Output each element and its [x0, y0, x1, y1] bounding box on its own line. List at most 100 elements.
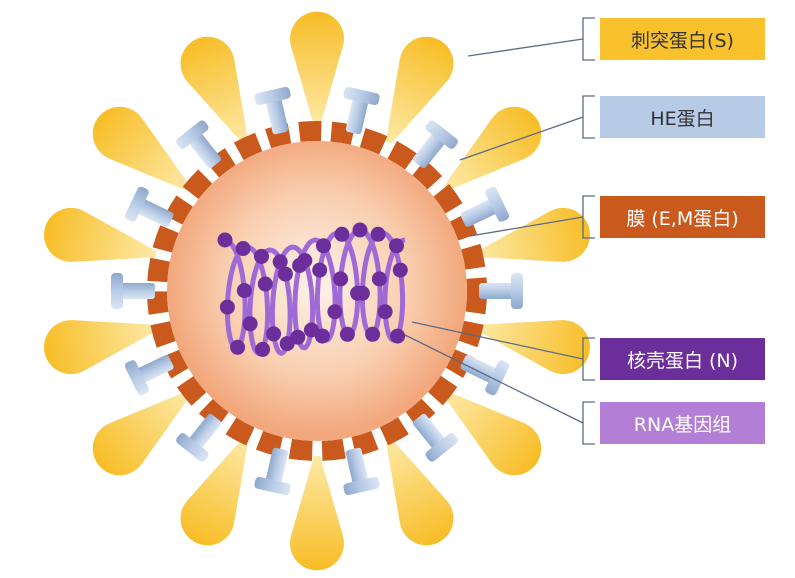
he-proteins: [111, 86, 523, 496]
spike-protein: [44, 207, 157, 262]
he-cap: [425, 433, 458, 462]
he-stem: [460, 198, 500, 227]
leader-he: [459, 116, 584, 161]
he-protein: [176, 413, 222, 462]
he-protein: [254, 86, 291, 135]
nucleocapsid-bead: [327, 304, 343, 320]
he-stem: [479, 283, 517, 299]
nucleocapsid-bead: [389, 238, 404, 254]
leader-lines: [404, 17, 595, 445]
he-cap: [343, 476, 380, 496]
nucleocapsid-bead: [266, 326, 282, 342]
he-stem: [187, 130, 222, 169]
spike-shape: [385, 36, 454, 144]
label-he-protein: HE蛋白: [600, 96, 765, 138]
spike-protein: [444, 391, 542, 476]
spike-protein: [477, 207, 590, 262]
spike-shape: [92, 391, 190, 476]
spike-protein: [477, 320, 590, 375]
nucleocapsid-bead: [377, 304, 393, 320]
nucleocapsid-bead: [257, 276, 273, 292]
he-stem: [412, 413, 447, 452]
nucleocapsid-bead: [254, 248, 269, 264]
he-cap: [254, 86, 291, 106]
he-protein: [412, 120, 458, 169]
leader-membrane: [469, 216, 584, 237]
leader-he-bracket: [582, 95, 595, 139]
nucleocapsid-bead: [390, 328, 406, 344]
nucleocapsid-bead: [235, 241, 251, 256]
nucleocapsid-bead: [217, 232, 233, 248]
spike-protein: [180, 438, 249, 546]
leader-rna-bracket: [582, 401, 595, 445]
spike-shape: [444, 391, 542, 476]
leader-nucleocapsid: [411, 321, 584, 360]
spike-shape: [477, 320, 590, 375]
he-stem: [117, 283, 155, 299]
label-nucleocapsid: 核壳蛋白 (N): [600, 338, 765, 380]
nucleocapsid-bead: [230, 339, 246, 355]
nucleocapsid-bead: [292, 257, 308, 273]
nucleocapsid-bead: [333, 271, 349, 287]
nucleocapsid-bead: [392, 262, 408, 278]
label-spike-protein: 刺突蛋白(S): [600, 18, 765, 60]
leader-rna: [404, 334, 584, 424]
he-stem: [412, 130, 447, 169]
spike-shape: [290, 456, 344, 571]
he-protein: [460, 186, 510, 227]
leader-nucleocapsid-bracket: [582, 337, 595, 381]
nucleocapsid-bead: [314, 328, 330, 344]
nucleocapsid-bead: [290, 329, 306, 345]
spike-protein: [385, 438, 454, 546]
he-stem: [187, 413, 222, 452]
spike-protein: [290, 11, 344, 126]
nucleocapsid-bead: [370, 226, 386, 242]
he-stem: [345, 94, 369, 135]
nucleocapsid-bead: [365, 326, 381, 342]
he-protein: [111, 273, 155, 309]
membrane: [147, 121, 487, 461]
nucleocapsid-bead: [255, 341, 271, 357]
label-rna-genome: RNA基因组: [600, 402, 765, 444]
spike-protein: [92, 106, 190, 191]
he-protein: [343, 447, 380, 496]
nucleocapsid-bead: [242, 316, 258, 332]
he-cap: [124, 186, 149, 222]
he-stem: [134, 355, 174, 384]
leader-membrane-bracket: [582, 195, 595, 239]
nucleocapsid-bead: [354, 285, 370, 301]
spike-shape: [385, 438, 454, 546]
he-protein: [124, 355, 174, 396]
nucleocapsid-bead: [352, 222, 368, 238]
nucleocapsid-bead: [316, 238, 331, 254]
rna-genome: [217, 222, 408, 357]
he-cap: [485, 360, 510, 396]
he-cap: [176, 120, 209, 149]
he-protein: [254, 447, 291, 496]
nucleocapsid-bead: [272, 254, 288, 270]
spike-proteins: [44, 11, 590, 571]
leader-spike-bracket: [582, 17, 595, 61]
spike-protein: [92, 391, 190, 476]
he-cap: [343, 86, 380, 106]
spike-shape: [92, 106, 190, 191]
nucleocapsid-bead: [303, 322, 319, 338]
he-stem: [345, 447, 369, 488]
nucleocapsid-bead: [277, 266, 293, 282]
he-cap: [124, 360, 149, 396]
spike-shape: [44, 207, 157, 262]
rna-strand: [224, 227, 406, 356]
nucleocapsid-bead: [219, 299, 235, 315]
nucleocapsid-bead: [371, 271, 387, 287]
he-protein: [124, 186, 174, 227]
nucleocapsid-bead: [334, 226, 350, 242]
spike-shape: [180, 36, 249, 144]
he-stem: [265, 447, 289, 488]
spike-protein: [385, 36, 454, 144]
spike-protein: [290, 456, 344, 571]
he-protein: [412, 413, 458, 462]
spike-protein: [180, 36, 249, 144]
nucleocapsid-bead: [236, 283, 252, 299]
he-stem: [265, 94, 289, 135]
he-cap: [176, 433, 209, 462]
